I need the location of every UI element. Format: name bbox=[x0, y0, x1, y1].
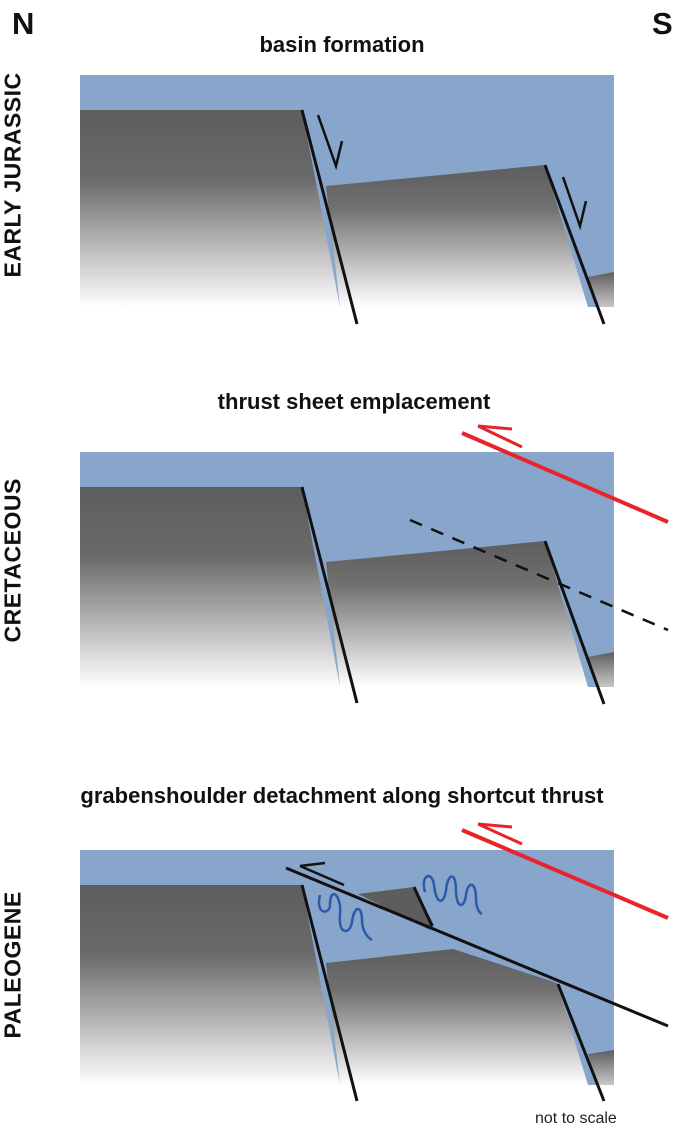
south-label: S bbox=[652, 6, 673, 41]
panel-3-shoulder-fault bbox=[412, 886, 434, 927]
scale-note: not to scale bbox=[535, 1110, 617, 1127]
panel-3-footwall-block bbox=[80, 885, 340, 1085]
panel-3-red-arrow-shaft bbox=[477, 822, 523, 846]
panel-3-fold-left bbox=[317, 892, 373, 942]
panel-3-south-fault bbox=[556, 983, 606, 1102]
north-label: N bbox=[12, 6, 35, 41]
panel-3-central-block bbox=[326, 949, 588, 1085]
panel-2-diagram bbox=[80, 424, 669, 705]
panel-3-shortcut-thrust bbox=[285, 866, 669, 1028]
panel-1-central-block bbox=[326, 165, 588, 307]
panel-3-thrust-sheet-base bbox=[461, 828, 669, 920]
panel-3-north-fault bbox=[300, 884, 359, 1102]
panel-3-thrust-arrow-shaft bbox=[299, 864, 345, 887]
panel-3-diagram bbox=[80, 822, 669, 1102]
panel-2-thrust-sheet-base bbox=[461, 431, 669, 524]
panel-3-fold-right bbox=[422, 874, 483, 916]
panel-3-thrust-arrow-head bbox=[299, 861, 326, 868]
panel-2-north-fault bbox=[300, 486, 359, 704]
panel-1-diagram bbox=[80, 75, 614, 325]
panel-1-south-fault bbox=[543, 164, 606, 325]
panel-3-detached-shoulder bbox=[358, 887, 434, 930]
panel-1-north-fault-arrow bbox=[316, 114, 344, 171]
panel-2-central-block bbox=[326, 541, 588, 687]
panel-1-south-fault-arrow bbox=[561, 176, 588, 231]
panel-3-title: grabenshoulder detachment along shortcut… bbox=[80, 783, 604, 808]
panel-2-footwall-block bbox=[80, 487, 340, 687]
panel-1-footwall-block bbox=[80, 110, 340, 307]
panel-2-thrust-arrow-shaft bbox=[477, 424, 523, 449]
panel-2-title: thrust sheet emplacement bbox=[217, 389, 491, 414]
panel-2-thrust-arrow-head bbox=[477, 424, 513, 431]
panel-3-red-arrow-head bbox=[477, 822, 513, 829]
panel-1-north-fault bbox=[300, 109, 359, 325]
panel-2-future-thrust-dashed bbox=[409, 518, 669, 632]
panel-2-south-fault bbox=[543, 540, 606, 705]
panel-1-title: basin formation bbox=[259, 32, 425, 57]
